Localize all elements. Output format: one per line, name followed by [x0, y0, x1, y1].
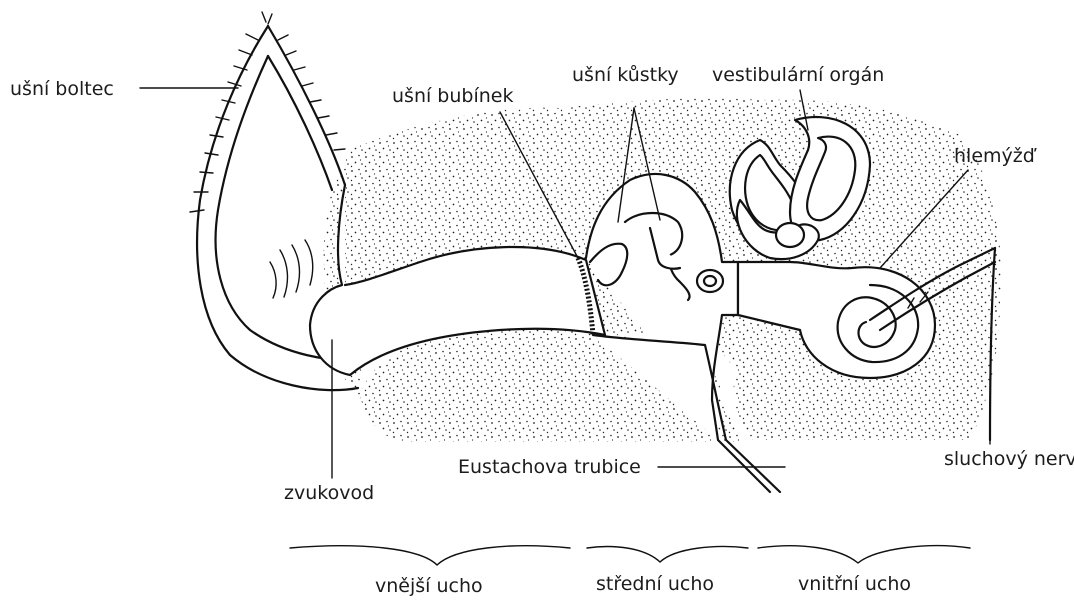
label-vestibular: vestibulární orgán: [712, 64, 884, 86]
label-region-outer: vnější ucho: [375, 575, 483, 597]
label-pinna: ušní boltec: [10, 78, 114, 100]
label-ossicles: ušní kůstky: [572, 64, 679, 86]
brace-outer: [290, 546, 570, 565]
brace-middle: [587, 547, 748, 562]
region-braces: [290, 546, 970, 565]
label-eustachian: Eustachova trubice: [458, 456, 641, 478]
label-region-middle: střední ucho: [596, 573, 714, 595]
label-auditory-nerve: sluchový nerv: [944, 448, 1074, 470]
brace-inner: [758, 546, 970, 563]
label-cochlea: hlemýžď: [954, 145, 1037, 167]
label-eardrum: ušní bubínek: [392, 85, 513, 107]
label-region-inner: vnitřní ucho: [798, 573, 911, 595]
label-ear-canal: zvukovod: [284, 482, 374, 504]
pinna-hairs: [190, 12, 345, 212]
